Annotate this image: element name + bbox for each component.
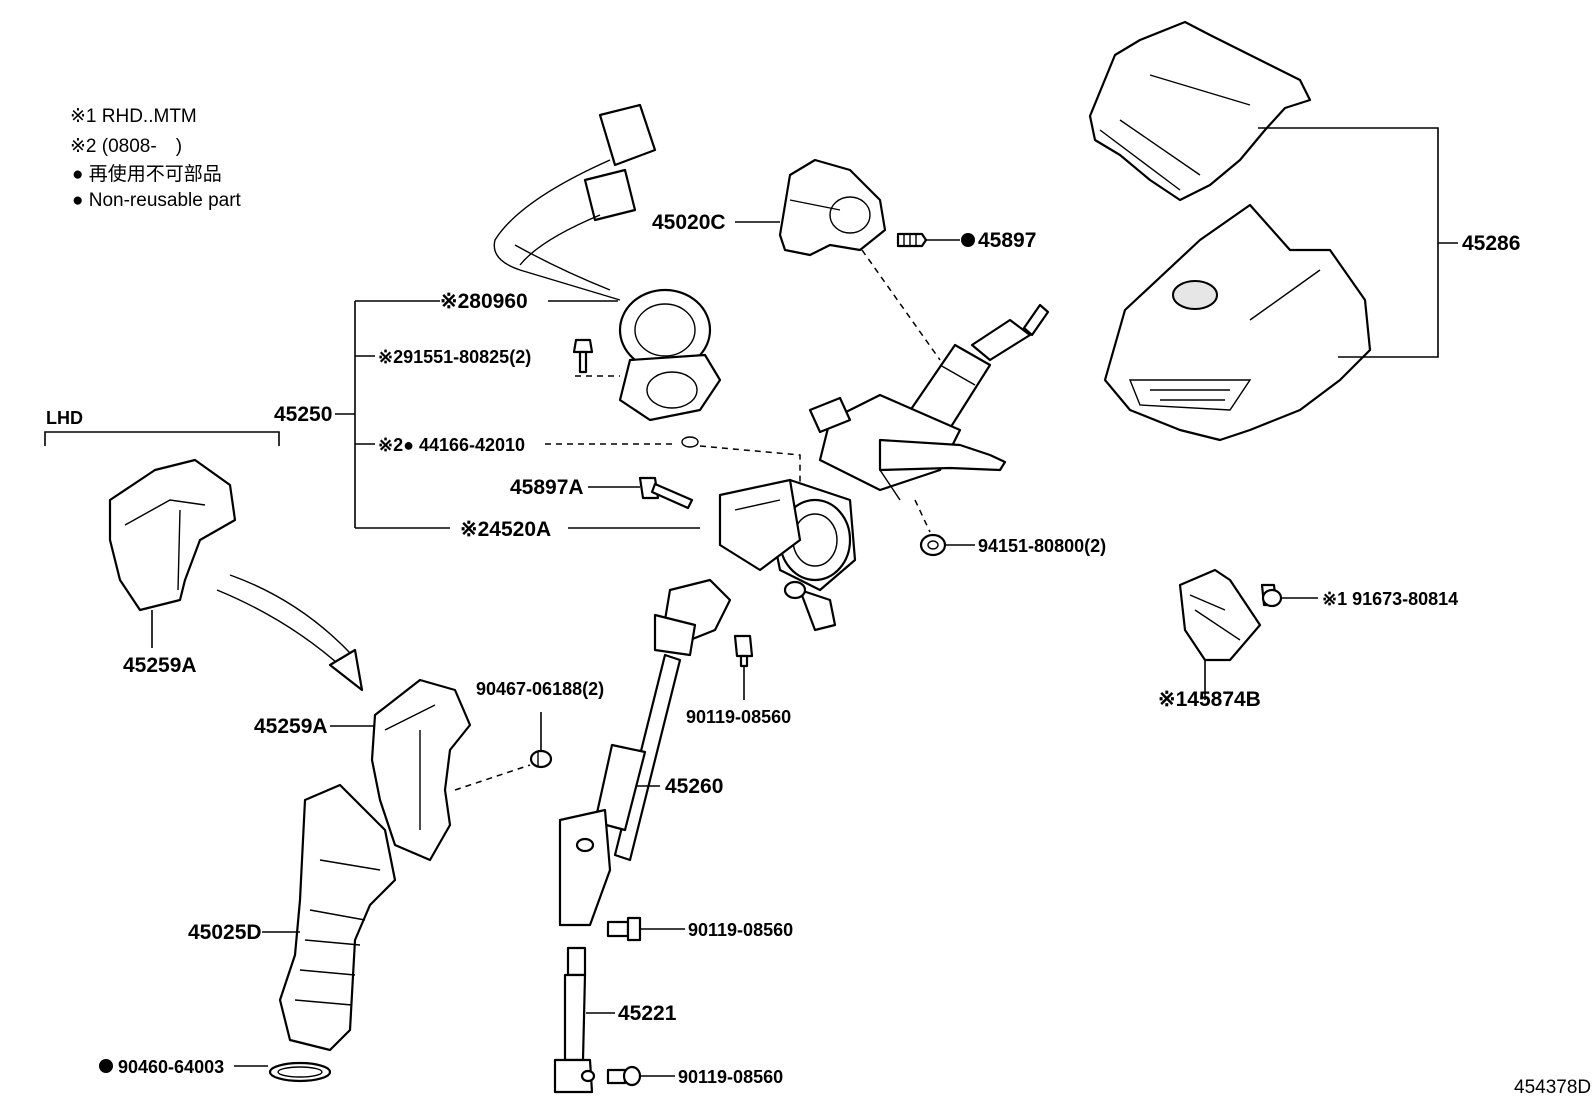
label-4520A: ※24520A xyxy=(460,518,551,541)
label-94151: 94151-80800(2) xyxy=(978,536,1106,556)
note-nonreusable-en: ● Non-reusable part xyxy=(72,190,242,211)
label-91551: ※291551-80825(2) xyxy=(378,347,531,367)
cover-45874B xyxy=(1178,568,1262,662)
legend-notes: ※1 RHD..MTM ※2 (0808- ) ● 再使用不可部品 ● Non-… xyxy=(70,106,242,211)
column-cover-45286 xyxy=(1088,20,1372,442)
label-45250: 45250 xyxy=(274,403,332,426)
label-90119-c: 90119-08560 xyxy=(678,1067,783,1087)
motor-harness-80960 xyxy=(493,103,722,422)
intermediate-shaft-45260 xyxy=(558,578,732,927)
note-date-range: ※2 (0808- ) xyxy=(70,136,182,157)
note-nonreusable-jp: ● 再使用不可部品 xyxy=(72,163,222,185)
steering-column-assembly xyxy=(718,303,1050,632)
boot-cover-45259A xyxy=(370,678,472,862)
note-rhd-mtm: ※1 RHD..MTM xyxy=(70,106,197,127)
label-44166: ※2● 44166-42010 xyxy=(378,435,525,455)
label-45020C: 45020C xyxy=(652,211,726,234)
label-45874B: ※145874B xyxy=(1158,688,1261,711)
label-45025D: 45025D xyxy=(188,921,262,944)
screw-45897 xyxy=(896,232,928,248)
label-45897: 45897 xyxy=(978,229,1036,252)
label-90119-a: 90119-08560 xyxy=(686,707,791,727)
clip-90467 xyxy=(529,749,553,769)
switch-45020C xyxy=(778,158,887,257)
label-45286: 45286 xyxy=(1462,232,1520,255)
figure-id: 454378D xyxy=(1514,1077,1591,1098)
label-91673: ※1 91673-80814 xyxy=(1322,589,1458,609)
clamp-90460 xyxy=(268,1061,332,1083)
label-45260: 45260 xyxy=(665,775,723,798)
label-45259A-mid: 45259A xyxy=(254,715,328,738)
label-45221: 45221 xyxy=(618,1002,677,1025)
bolt-45897A xyxy=(638,476,694,510)
lhd-label: LHD xyxy=(46,408,83,428)
nut-94151 xyxy=(919,533,947,557)
bolt-91673 xyxy=(1260,583,1283,608)
lhd-bracket: LHD xyxy=(44,408,280,446)
label-80960: ※280960 xyxy=(440,290,528,313)
label-45897A: 45897A xyxy=(510,476,584,499)
bolt-90119-a xyxy=(733,634,754,668)
label-90119-b: 90119-08560 xyxy=(688,920,793,940)
bolt-90119-b xyxy=(606,916,642,942)
label-45259A-top: 45259A xyxy=(123,654,197,677)
bolt-90119-c xyxy=(606,1065,642,1087)
boot-cover-45259A-lhd xyxy=(108,458,237,612)
arrow-icon xyxy=(216,574,364,692)
shaft-45221 xyxy=(553,946,596,1094)
label-90460: 90460-64003 xyxy=(118,1057,224,1077)
boot-45025D xyxy=(278,783,397,1052)
label-90467: 90467-06188(2) xyxy=(476,679,604,699)
bolt-91551 xyxy=(572,338,594,374)
